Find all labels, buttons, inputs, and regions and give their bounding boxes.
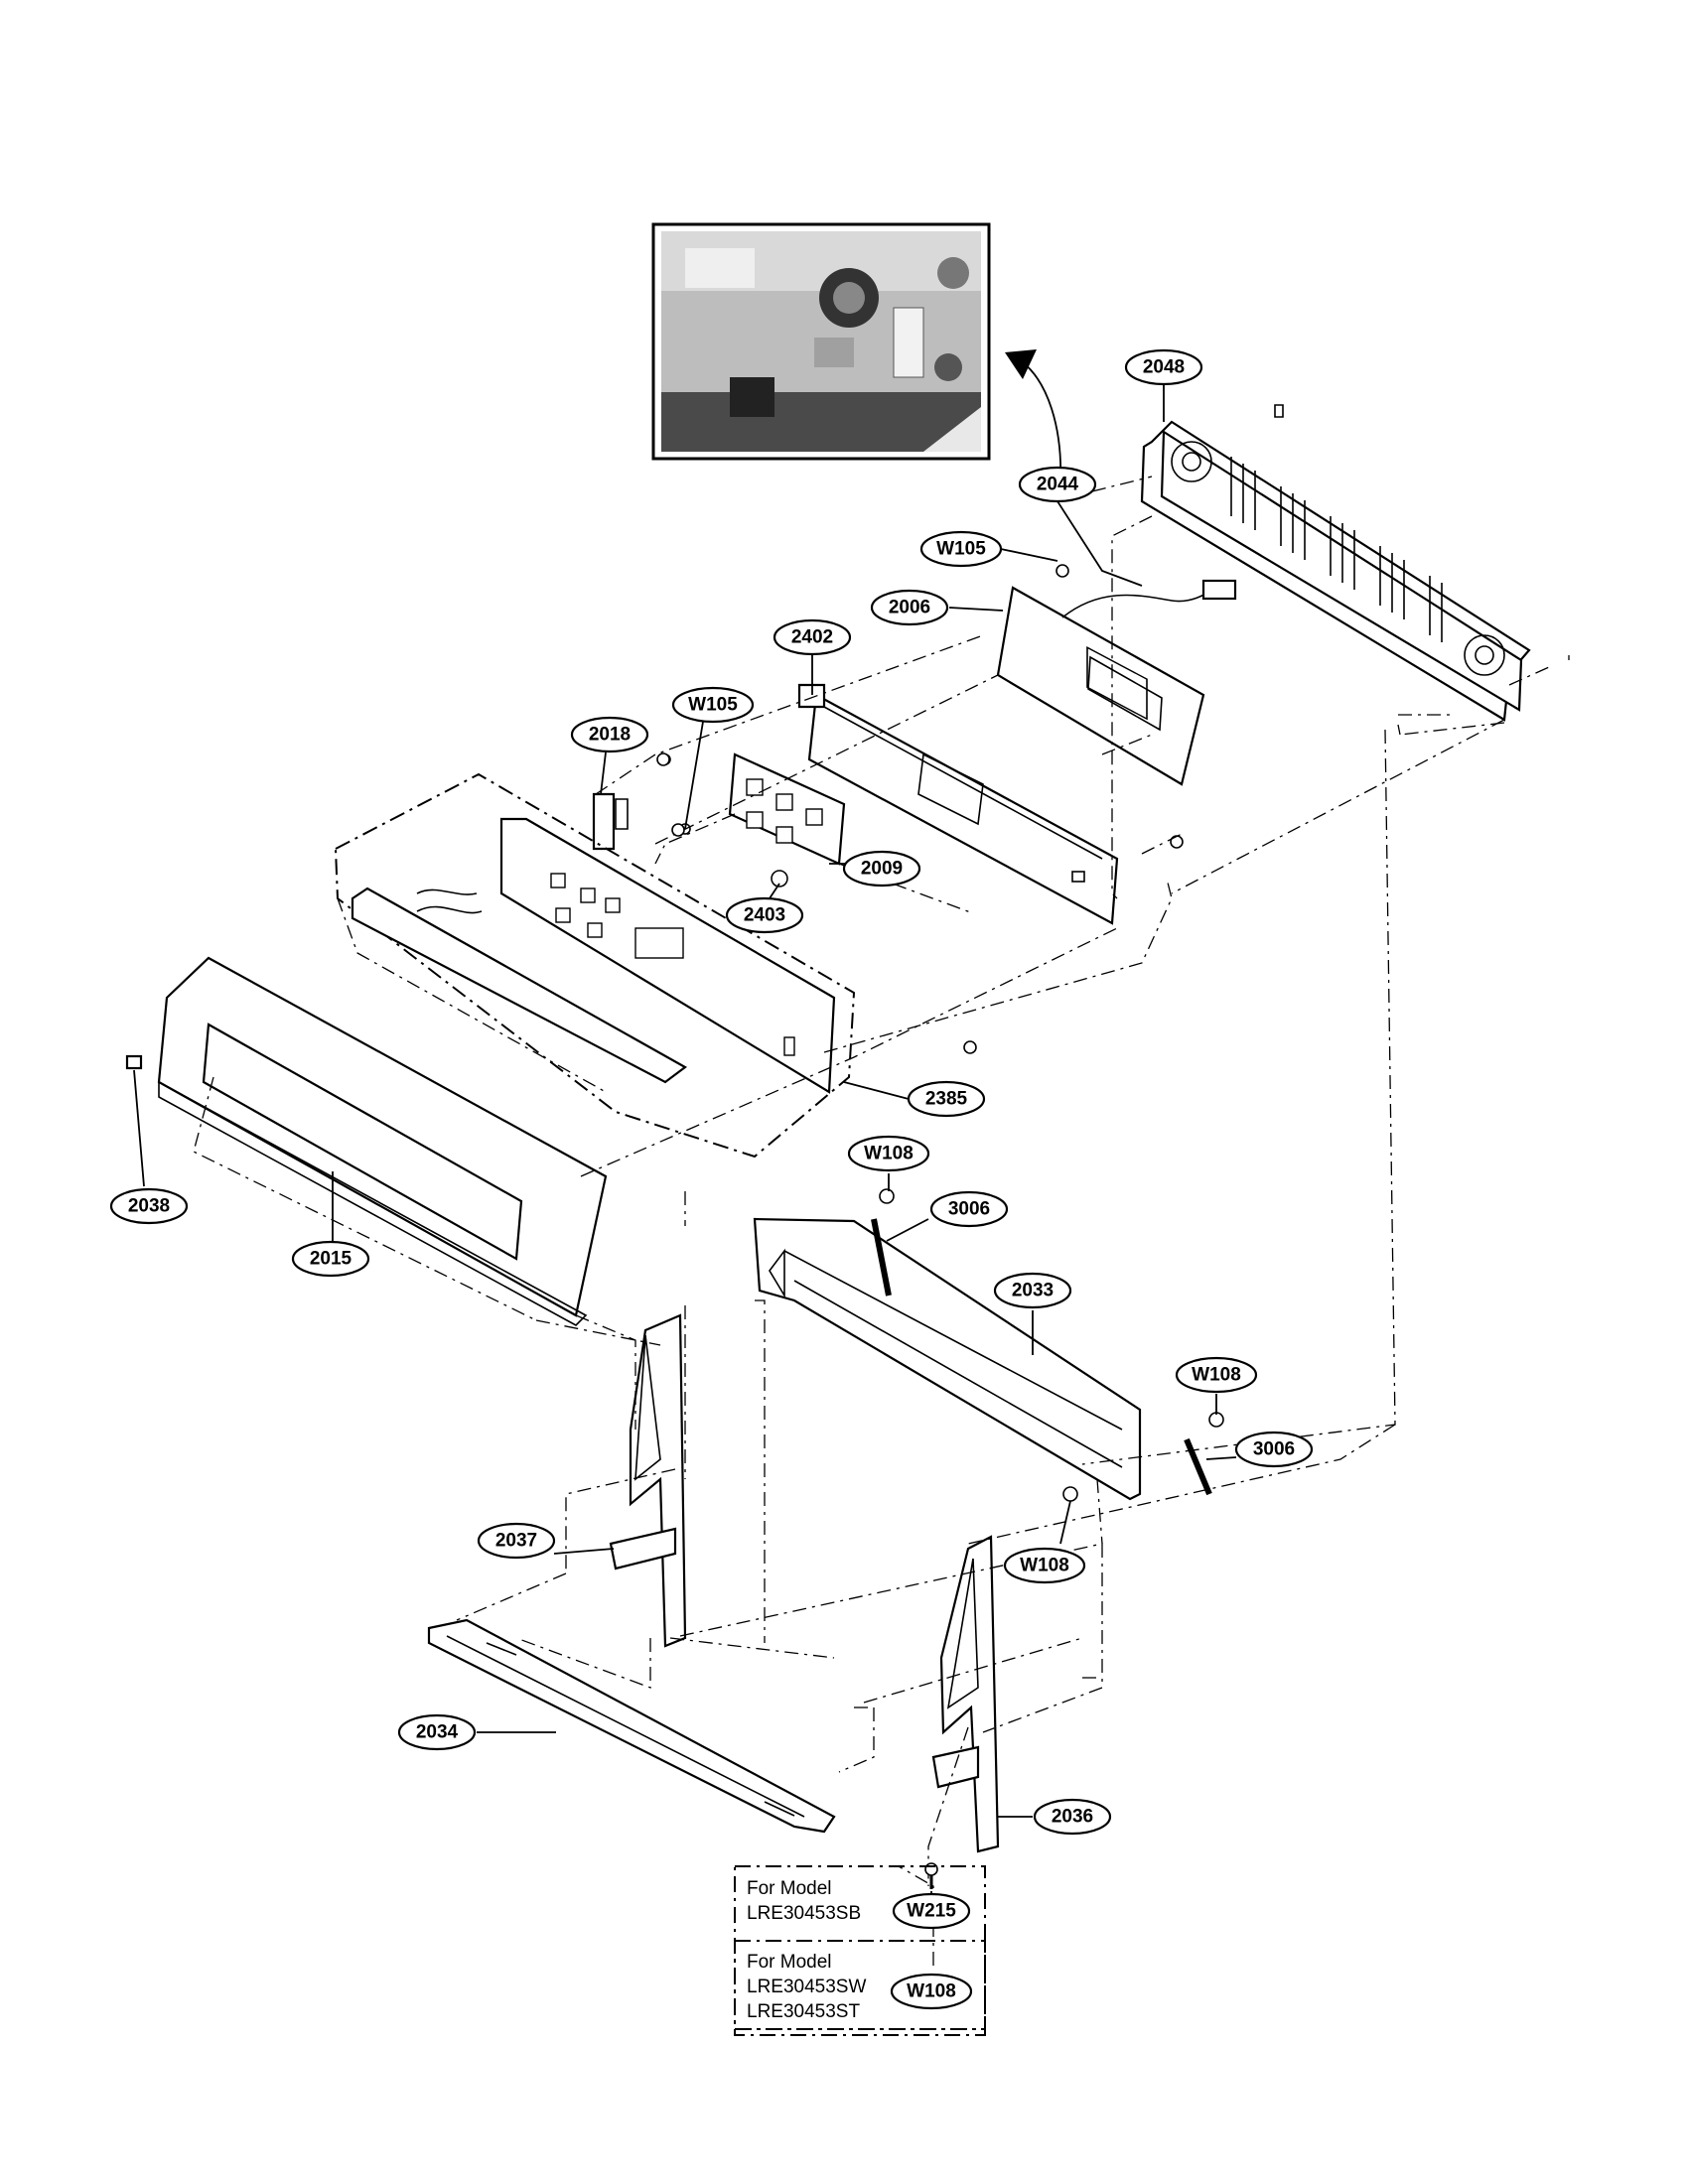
svg-text:2403: 2403: [744, 905, 785, 926]
svg-text:2038: 2038: [128, 1196, 170, 1217]
callout-3006-a: 3006: [929, 1190, 1009, 1228]
callout-2038: 2038: [109, 1187, 189, 1225]
circuit-board-photo: [651, 222, 991, 461]
control-board: [996, 564, 1237, 786]
svg-text:2385: 2385: [925, 1089, 968, 1110]
right-side-bracket: [931, 1486, 1078, 1853]
model-note: For Model LRE30453SB For Model LRE30453S…: [734, 1865, 986, 2036]
svg-text:2033: 2033: [1012, 1281, 1054, 1301]
callout-2048: 2048: [1124, 348, 1203, 386]
svg-text:2009: 2009: [861, 859, 903, 880]
bottom-rail: [427, 1618, 836, 1834]
svg-text:2018: 2018: [589, 725, 631, 746]
svg-text:2048: 2048: [1143, 357, 1185, 378]
callout-w108-d: W108: [890, 1973, 973, 2010]
model-number: LRE30453SB: [747, 1903, 861, 1924]
svg-text:2036: 2036: [1052, 1807, 1093, 1828]
svg-text:W215: W215: [907, 1901, 956, 1922]
callout-w105-a: W105: [919, 530, 1003, 568]
rear-vent-panel: [1140, 404, 1531, 722]
svg-text:W108: W108: [1020, 1556, 1069, 1576]
callout-2403: 2403: [725, 896, 804, 934]
model-number: LRE30453SW: [747, 1977, 866, 1997]
svg-text:W108: W108: [864, 1144, 914, 1164]
callout-2009: 2009: [842, 850, 921, 887]
svg-text:2402: 2402: [791, 627, 833, 648]
callout-w108-b: W108: [1175, 1356, 1258, 1394]
svg-text:3006: 3006: [1253, 1439, 1295, 1460]
upper-rail: [753, 1217, 1142, 1501]
model-number: LRE30453ST: [747, 2001, 860, 2022]
svg-text:2015: 2015: [310, 1249, 352, 1270]
svg-text:2006: 2006: [889, 598, 930, 618]
control-panel-assembly: [334, 772, 856, 1159]
svg-text:3006: 3006: [948, 1199, 990, 1220]
svg-text:2037: 2037: [495, 1531, 537, 1552]
svg-text:W105: W105: [936, 539, 986, 560]
callout-2044: 2044: [1018, 466, 1097, 503]
callout-2033: 2033: [993, 1272, 1072, 1309]
left-side-bracket: [609, 1313, 687, 1648]
curved-arrow-icon: [1005, 349, 1062, 482]
display-bracket: [797, 683, 1184, 925]
keypad-board: [728, 752, 846, 887]
leader-lines: [133, 385, 1237, 1911]
callout-2018: 2018: [570, 716, 649, 753]
alignment-lines: [193, 476, 1570, 1966]
callout-w105-b: W105: [671, 686, 755, 724]
callout-2402: 2402: [773, 618, 852, 656]
callout-2036: 2036: [1033, 1798, 1112, 1836]
callout-2385: 2385: [907, 1080, 986, 1118]
callout-w108-a: W108: [847, 1135, 930, 1172]
front-glass-frame: [125, 956, 608, 1326]
svg-text:W108: W108: [907, 1981, 956, 2002]
spring-rod-a: [871, 1188, 895, 1297]
callout-w215: W215: [892, 1892, 971, 1930]
callout-3006-b: 3006: [1234, 1431, 1314, 1468]
callout-2037: 2037: [477, 1522, 556, 1560]
callout-2015: 2015: [291, 1240, 370, 1278]
svg-text:W105: W105: [688, 695, 738, 716]
spring-rod-b: [1184, 1412, 1224, 1496]
callout-w108-c: W108: [1003, 1547, 1086, 1584]
model-note-line: For Model: [747, 1878, 832, 1899]
svg-text:2034: 2034: [416, 1722, 459, 1743]
model-note-line: For Model: [747, 1952, 832, 1973]
svg-text:W108: W108: [1192, 1365, 1241, 1386]
callout-2034: 2034: [397, 1713, 477, 1751]
svg-text:2044: 2044: [1037, 475, 1079, 495]
callout-2006: 2006: [870, 589, 949, 626]
